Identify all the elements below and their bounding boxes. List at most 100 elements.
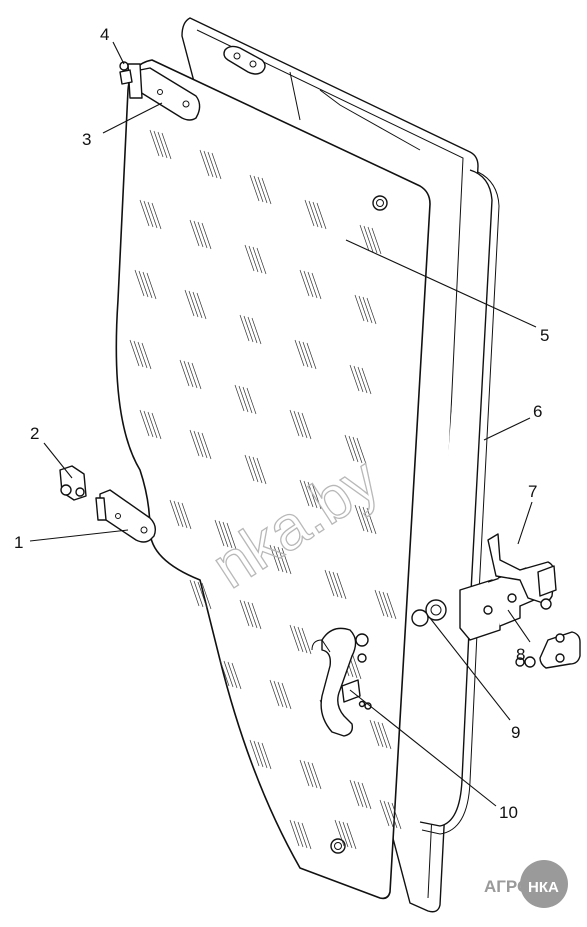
glass-hatch-mark [133, 340, 144, 368]
glass-hatch-mark [169, 499, 180, 527]
glass-hatch-mark [289, 819, 300, 847]
glass-hatch-mark [302, 341, 313, 369]
glass-hatch-mark [332, 571, 343, 599]
glass-hatch-mark [354, 504, 365, 532]
glass-hatch-mark [227, 661, 238, 689]
glass-hatch-mark [201, 582, 212, 610]
glass-hatch-mark [247, 316, 258, 344]
glass-hatch-mark [289, 409, 300, 437]
glass-hatch-mark [181, 502, 192, 530]
glass-hatch-mark [138, 270, 149, 298]
glass-hatch-mark [354, 294, 365, 322]
glass-hatch-mark [177, 501, 188, 529]
glass-hatch-mark [183, 360, 194, 388]
glass-hatch-mark [299, 759, 310, 787]
leader-9 [429, 617, 511, 721]
glass-hatch-mark [193, 430, 204, 458]
door-handle [311, 627, 372, 737]
glass-hatch-mark [297, 626, 308, 654]
glass-hatch-mark [367, 226, 378, 254]
glass-hatch-mark [301, 627, 312, 655]
glass-hatch-mark [358, 295, 369, 323]
leader-10 [349, 689, 497, 807]
glass-hatch-mark [256, 247, 267, 275]
glass-hatch-mark [303, 480, 314, 508]
glass-hatch-mark [201, 432, 212, 460]
brand-logo: АГРО НКА [484, 860, 568, 908]
glass-hatch-mark [338, 820, 349, 848]
glass-hatch-mark [301, 822, 312, 850]
glass-hatch-mark [223, 660, 234, 688]
callout-5: 5 [540, 326, 549, 345]
callout-1: 1 [14, 533, 23, 552]
glass-hatch-mark [253, 740, 264, 768]
leader-4 [112, 41, 125, 65]
glass-hatch-mark [199, 149, 210, 177]
glass-hatch-mark [381, 722, 392, 750]
glass-hatch-mark [196, 292, 207, 320]
glass-hatch-mark [151, 202, 162, 230]
glass-hatch-mark [356, 437, 367, 465]
logo-circle [520, 860, 568, 908]
glass-hatch-mark [273, 680, 284, 708]
logo-text-right: НКА [528, 879, 559, 896]
glass-hatch-mark [324, 569, 335, 597]
leader-3 [102, 102, 163, 134]
lock-bracket [515, 631, 581, 669]
glass-hatch-mark [234, 384, 245, 412]
glass-hatch-mark [143, 200, 154, 228]
glass-hatch-mark [353, 780, 364, 808]
door-rod [419, 169, 500, 835]
glass-hatch-mark [249, 739, 260, 767]
glass-hatch-mark [311, 482, 322, 510]
glass-hatch-mark [351, 652, 362, 680]
door-glass [115, 59, 431, 900]
glass-hatch-mark [141, 342, 152, 370]
glass-hatch-mark [247, 601, 258, 629]
glass-hatch-mark [197, 221, 208, 249]
glass-hatch-mark [304, 199, 315, 227]
glass-hatch-mark [252, 246, 263, 274]
glass-hatch-mark [184, 289, 195, 317]
glass-hatch-mark [261, 742, 272, 770]
glass-hatch-mark [188, 290, 199, 318]
glass-hatch-mark [147, 201, 158, 229]
glass-hatch-mark [369, 719, 380, 747]
glass-hatch-mark [311, 762, 322, 790]
callout-7: 7 [528, 482, 537, 501]
glass-hatch-mark [349, 364, 360, 392]
glass-hatch-mark [218, 520, 229, 548]
glass-hatch-mark [248, 455, 259, 483]
glass-hatch-mark [289, 624, 300, 652]
glass-hatch-mark [193, 580, 204, 608]
glass-hatch-mark [346, 822, 357, 850]
callout-9: 9 [511, 723, 520, 742]
glass-hatching [129, 129, 402, 850]
glass-hatch-mark [303, 760, 314, 788]
glass-hatch-mark [153, 130, 164, 158]
glass-hatch-mark [334, 819, 345, 847]
glass-hatch-mark [308, 200, 319, 228]
lower-hinge [59, 465, 157, 543]
leader-5 [345, 239, 537, 328]
glass-hatch-mark [269, 679, 280, 707]
glass-hatch-mark [379, 799, 390, 827]
glass-hatch-mark [373, 720, 384, 748]
glass-hatch-mark [298, 340, 309, 368]
glass-hatch-mark [249, 174, 260, 202]
glass-hatch-mark [244, 454, 255, 482]
glass-hatch-mark [239, 599, 250, 627]
glass-hatch-mark [214, 519, 225, 547]
glass-hatch-mark [297, 821, 308, 849]
glass-hatch-mark [348, 435, 359, 463]
glass-hatch-mark [307, 761, 318, 789]
glass-hatch-mark [281, 547, 292, 575]
glass-hatch-mark [374, 589, 385, 617]
glass-hatch-mark [293, 410, 304, 438]
glass-hatch-mark [359, 224, 370, 252]
glass-hatch-mark [244, 244, 255, 272]
callout-10: 10 [499, 803, 518, 822]
glass-hatch-mark [377, 721, 388, 749]
glass-hatch-mark [362, 506, 373, 534]
